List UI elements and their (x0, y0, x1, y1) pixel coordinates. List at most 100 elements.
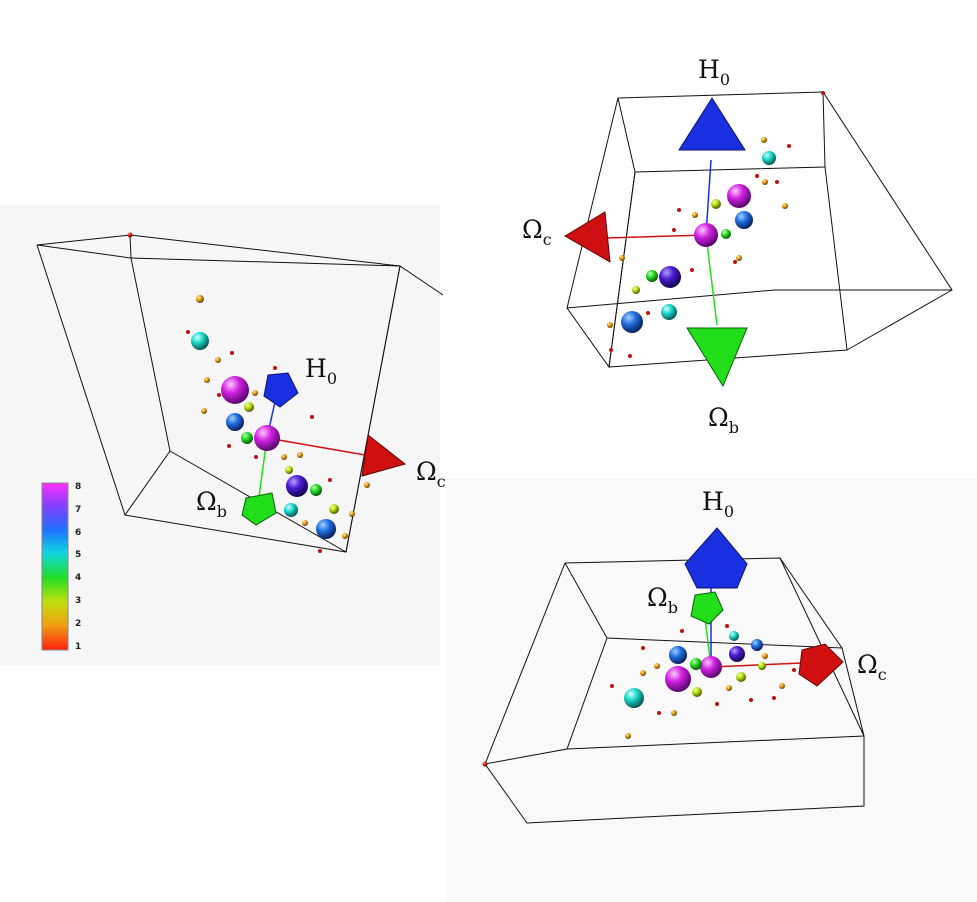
point (782, 203, 788, 209)
colorbar-tick: 2 (75, 619, 81, 629)
omega-b-axis-label: Ωb (196, 487, 227, 521)
point (749, 698, 753, 702)
point (733, 260, 737, 264)
point (640, 670, 646, 676)
point (661, 304, 677, 320)
point (284, 503, 298, 517)
h0-axis-label: H0 (305, 354, 337, 388)
point (654, 663, 660, 669)
point (690, 658, 702, 670)
h0-axis-label: H0 (698, 55, 730, 89)
point (751, 639, 763, 651)
point (729, 646, 745, 662)
omega-c-axis-label: Ωc (522, 215, 552, 249)
point (297, 452, 303, 458)
point (821, 91, 825, 95)
point (736, 672, 746, 682)
point (641, 646, 645, 650)
point (711, 199, 721, 209)
point (215, 357, 221, 363)
bottom-right-view-svg: H0 Ωb Ωc (482, 487, 887, 824)
point (227, 444, 231, 448)
colorbar-tick: 1 (75, 642, 81, 652)
point (621, 311, 643, 333)
point (329, 504, 339, 514)
h0-arrow-head (684, 527, 748, 589)
point (727, 184, 751, 208)
point (310, 484, 322, 496)
point (328, 478, 332, 482)
point (273, 366, 277, 370)
omega-c-arrow-head (361, 434, 407, 477)
point (690, 268, 694, 272)
h0-arrow-head (678, 97, 746, 151)
point (715, 702, 719, 706)
omega-b-axis-line (705, 234, 718, 326)
point (725, 624, 729, 628)
point (692, 212, 698, 218)
point (286, 475, 308, 497)
point (700, 656, 722, 678)
omega-b-arrow-head (690, 591, 724, 625)
point (241, 432, 253, 444)
point (217, 393, 221, 397)
point (772, 696, 776, 700)
point (364, 482, 370, 488)
point (254, 455, 258, 459)
panel-bottom-right-view: H0 Ωb Ωc (447, 478, 977, 902)
top-right-view-svg: H0 Ωc Ωb (522, 55, 953, 437)
point (252, 390, 258, 396)
point (632, 286, 640, 294)
colorbar-tick: 6 (75, 528, 81, 538)
point (201, 408, 207, 414)
point (619, 255, 625, 261)
omega-b-axis-label: Ωb (708, 403, 739, 437)
point (609, 348, 613, 352)
panel-left-view: H0 Ωc Ωb 8 7 6 5 4 3 2 1 (0, 205, 446, 665)
omega-b-axis-label: Ωb (647, 583, 678, 617)
left-view-svg: H0 Ωc Ωb 8 7 6 5 4 3 2 1 (36, 232, 446, 652)
point (671, 710, 677, 716)
point (775, 180, 779, 184)
point (787, 144, 791, 148)
omega-b-arrow-head (686, 327, 748, 388)
scatter-points (482, 624, 796, 767)
point (244, 402, 254, 412)
point (349, 511, 355, 517)
point (779, 683, 785, 689)
scatter-points (127, 232, 370, 553)
point (677, 208, 681, 212)
point (318, 549, 322, 553)
colorbar: 8 7 6 5 4 3 2 1 (41, 482, 81, 652)
point (762, 653, 768, 659)
omega-c-axis-label: Ωc (857, 650, 887, 684)
point (729, 631, 739, 641)
point (659, 266, 681, 288)
h0-axis-line (705, 159, 712, 236)
point (281, 454, 287, 460)
point (310, 415, 314, 419)
point (628, 354, 632, 358)
omega-c-axis-line (266, 437, 366, 456)
point (762, 179, 768, 185)
omega-c-axis-line (606, 234, 707, 239)
point (755, 174, 759, 178)
colorbar-tick: 4 (75, 573, 81, 583)
point (230, 351, 234, 355)
scatter-points (607, 91, 825, 358)
point (692, 687, 702, 697)
colorbar-tick: 5 (75, 550, 81, 560)
colorbar-tick: 7 (75, 505, 81, 515)
point (646, 270, 658, 282)
point (302, 520, 308, 526)
colorbar-tick: 8 (75, 482, 81, 492)
point (665, 666, 691, 692)
omega-c-arrow-head (798, 643, 844, 687)
point (762, 151, 776, 165)
point (316, 519, 336, 539)
point (254, 425, 280, 451)
omega-c-arrow-head (564, 211, 611, 263)
point (694, 223, 718, 247)
point (607, 322, 613, 328)
colorbar-gradient (41, 482, 69, 651)
